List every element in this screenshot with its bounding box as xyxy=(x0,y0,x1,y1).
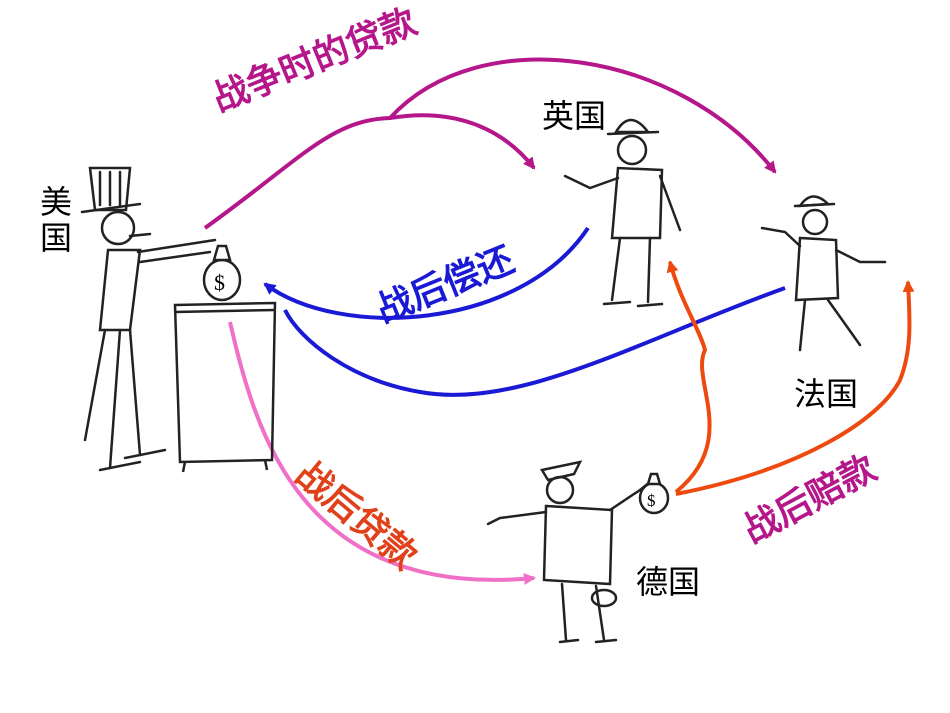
cabinet xyxy=(173,301,277,473)
reparation-arrow-to-britain xyxy=(666,260,712,494)
war-loan-arrow-to-britain xyxy=(389,113,536,170)
uncle-sam-figure xyxy=(80,166,217,472)
money-bag-usa xyxy=(202,244,242,302)
repayment-arrow-from-france xyxy=(283,286,786,397)
britain-figure xyxy=(563,118,682,308)
repayment-arrow-from-britain xyxy=(263,226,590,320)
label-britain: 英国 xyxy=(542,97,607,135)
money-bag-germany xyxy=(638,472,670,515)
money-symbol-germany: $ xyxy=(647,491,656,510)
postwar-loan-arrow xyxy=(228,321,536,585)
war-loan-arrow-to-france xyxy=(203,57,777,230)
germany-figure xyxy=(486,460,652,644)
france-figure xyxy=(760,195,887,352)
label-france: 法国 xyxy=(794,375,859,413)
label-germany: 德国 xyxy=(636,563,701,601)
money-symbol-usa: $ xyxy=(214,270,225,295)
reparation-arrow-to-france xyxy=(675,280,915,496)
label-usa: 美国 xyxy=(35,185,73,257)
